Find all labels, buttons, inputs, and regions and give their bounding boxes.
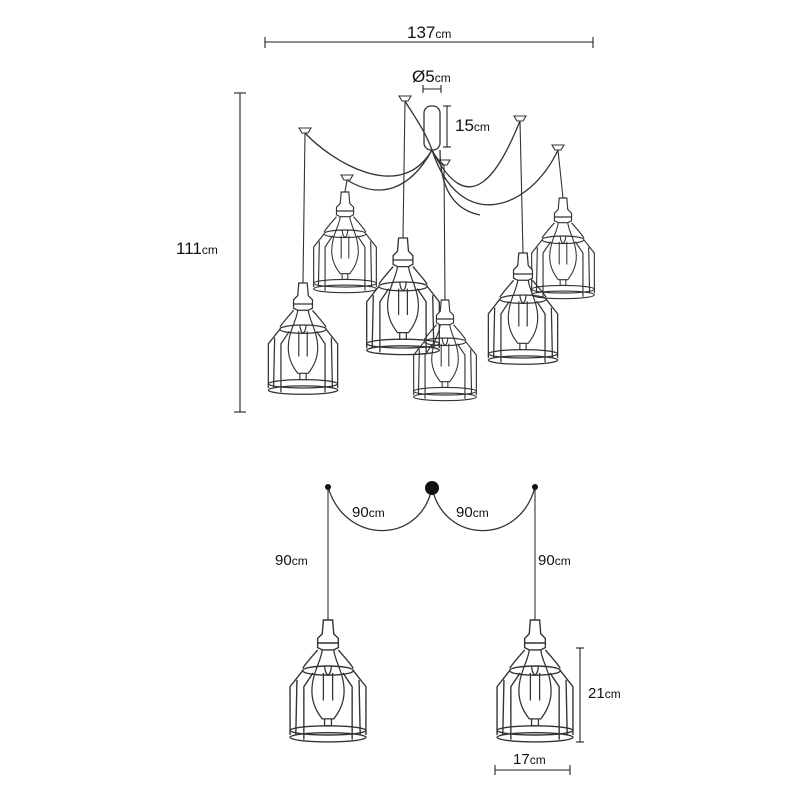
shade-height-dimension: 21cm	[576, 647, 621, 743]
height-unit: cm	[202, 243, 218, 257]
drop-right-value: 90	[538, 552, 555, 569]
canopy-height-dimension: 15cm	[443, 105, 490, 148]
lamp-3	[366, 237, 440, 356]
cable-left-value: 90	[352, 504, 369, 521]
shade-height-value: 21	[588, 685, 605, 702]
detail-hook-left	[325, 484, 331, 490]
width-unit: cm	[435, 27, 451, 41]
drop-left-value: 90	[275, 552, 292, 569]
canopy-diameter-value: Ø5	[412, 67, 435, 86]
detail-hook-right	[532, 484, 538, 490]
cable-right-unit: cm	[473, 506, 489, 520]
width-value: 137	[407, 23, 435, 42]
lamp-1	[313, 191, 377, 294]
cable-left-unit: cm	[369, 506, 385, 520]
svg-text:137cm: 137cm	[407, 23, 451, 42]
canopy	[423, 105, 441, 151]
svg-text:111cm: 111cm	[176, 239, 218, 258]
lamp-4	[487, 252, 559, 365]
detail-lamp-left	[289, 619, 367, 743]
svg-text:90cm: 90cm	[352, 504, 385, 521]
drop-left-unit: cm	[292, 554, 308, 568]
detail-lamp-right	[496, 619, 574, 743]
svg-text:Ø5cm: Ø5cm	[412, 67, 451, 86]
shade-width-unit: cm	[530, 753, 546, 767]
drop-right-unit: cm	[555, 554, 571, 568]
detail-canopy	[425, 481, 439, 495]
shade-height-unit: cm	[605, 687, 621, 701]
lamp-5	[267, 282, 339, 395]
height-dimension: 111cm	[176, 92, 246, 413]
detail-cable-left	[327, 486, 433, 532]
detail-view: 90cm 90cm 90cm 90cm 21cm 17cm	[275, 481, 621, 775]
width-dimension: 137cm	[264, 23, 594, 48]
height-value: 111	[176, 239, 202, 258]
shade-width-value: 17	[513, 751, 530, 768]
svg-text:90cm: 90cm	[275, 552, 308, 569]
canopy-height-value: 15	[455, 116, 474, 135]
svg-text:17cm: 17cm	[513, 751, 546, 768]
canopy-diameter-dimension: Ø5cm	[412, 67, 451, 93]
svg-text:15cm: 15cm	[455, 116, 490, 135]
lamp-6	[413, 299, 477, 402]
shade-width-dimension: 17cm	[494, 751, 571, 775]
drop-wires	[302, 100, 564, 301]
svg-text:90cm: 90cm	[538, 552, 571, 569]
top-view: 137cm 111cm Ø5cm 15cm	[176, 23, 595, 413]
cable-right-value: 90	[456, 504, 473, 521]
svg-text:21cm: 21cm	[588, 685, 621, 702]
lamp-2	[531, 197, 595, 300]
svg-text:90cm: 90cm	[456, 504, 489, 521]
ceiling-hooks	[298, 95, 565, 181]
canopy-diameter-unit: cm	[435, 71, 451, 85]
detail-cable-right	[431, 486, 536, 532]
canopy-height-unit: cm	[474, 120, 490, 134]
